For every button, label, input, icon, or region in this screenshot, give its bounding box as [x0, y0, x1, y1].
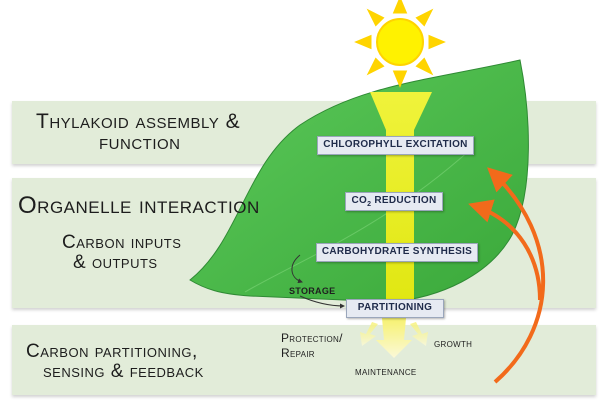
co2-reduction-box: CO2 REDUCTION	[345, 192, 443, 211]
co2-suffix: REDUCTION	[371, 195, 437, 206]
sun-icon	[354, 0, 446, 88]
carbon-io-title-line1: Carbon inputs	[62, 232, 182, 253]
storage-to-partitioning-arrow	[299, 295, 345, 309]
maintenance-label: maintenance	[355, 366, 417, 378]
partitioning-title-line2: sensing & feedback	[43, 361, 204, 382]
partitioning-box: PARTITIONING	[346, 299, 444, 318]
co2-subscript: 2	[367, 201, 372, 208]
protection-label: Protection/	[281, 331, 343, 345]
leaf-shape	[189, 59, 529, 303]
leaf-vein	[244, 149, 471, 293]
band-partitioning	[12, 325, 596, 395]
co2-prefix: CO	[351, 195, 368, 206]
storage-label: STORAGE	[289, 286, 336, 296]
feedback-arrow-small	[468, 199, 542, 301]
organelle-interaction-title: Organelle interaction	[18, 192, 260, 219]
feedback-arrow-large	[487, 167, 546, 384]
chlorophyll-excitation-box: CHLOROPHYLL EXCITATION	[317, 136, 474, 155]
carbohydrate-synthesis-box: CARBOHYDRATE SYNTHESIS	[316, 243, 478, 262]
storage-arrow	[291, 254, 303, 284]
output-flow-arrows	[360, 318, 428, 358]
thylakoid-title-line2: function	[99, 131, 181, 154]
carbon-io-title-line2: & outputs	[73, 252, 158, 273]
partitioning-title-line1: Carbon partitioning,	[26, 341, 198, 362]
thylakoid-title-line1: Thylakoid assembly &	[36, 110, 241, 133]
repair-label: Repair	[281, 346, 315, 360]
growth-label: growth	[434, 336, 473, 350]
